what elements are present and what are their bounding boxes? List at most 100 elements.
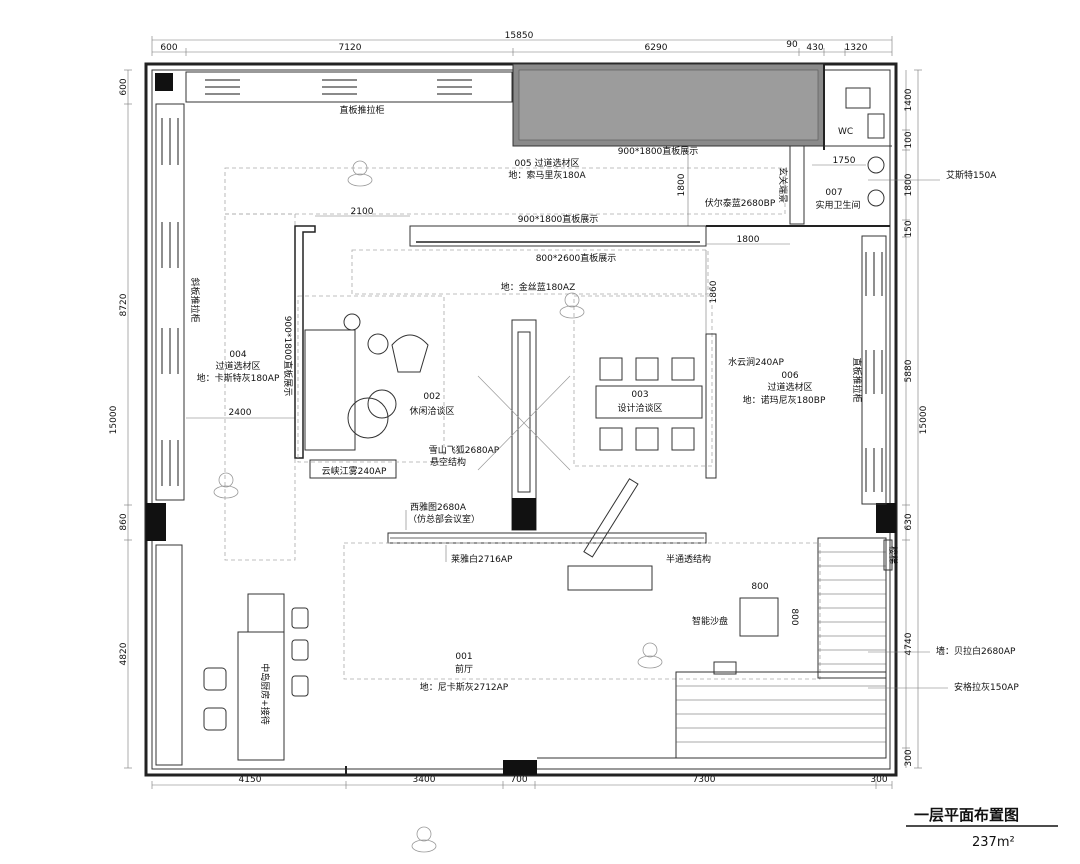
label-zone003: 设计洽谈区 (617, 402, 662, 414)
island-kitchen: 中岛厨房+接待 (155, 544, 309, 766)
label-zone007: 实用卫生间 (815, 199, 860, 211)
dimension-lines: 15850 600 7120 6290 90 430 1320 4150 340… (109, 31, 929, 789)
label-zone005-floor: 地：索马里灰180A (508, 169, 586, 181)
exterior-walls (144, 62, 898, 777)
dim-right-2: 100 (904, 131, 914, 148)
dim-right-3: 1800 (904, 173, 914, 196)
zone-006: 006 过道选材区 地：诺玛尼灰180BP 直板推拉柜 (743, 235, 887, 505)
dim-right-5: 5880 (904, 359, 914, 382)
label-zone006: 过道选材区 (767, 381, 812, 393)
sink-1 (867, 156, 885, 174)
label-zone005: 005 过道选材区 (514, 157, 579, 169)
dim-bottom-5: 300 (870, 775, 887, 785)
label-display-left: 900*1800直板展示 (282, 316, 294, 397)
label-xueshan: 雪山飞狐2680AP (429, 444, 500, 456)
dim-left-2: 8720 (119, 293, 129, 316)
zone-001: 001 前厅 地：尼卡斯灰2712AP (343, 542, 821, 693)
sand-table: 800 800 智能沙盘 (692, 582, 799, 637)
dim-sand-w: 800 (751, 582, 768, 592)
central-structure: 雪山飞狐2680AP 悬空结构 (429, 319, 571, 531)
label-laiyabai: 莱雅白2716AP (451, 553, 513, 565)
dim-inner-2400: 2400 (229, 408, 252, 418)
label-floor-center: 地：金丝蓝180AZ (501, 281, 576, 293)
dim-top-total: 15850 (505, 31, 534, 41)
label-yunxia: 云峡江雾240AP (322, 465, 387, 477)
label-bantong: 半通透结构 (666, 553, 711, 565)
label-wc: WC (838, 127, 853, 137)
dim-inner-1750: 1750 (833, 156, 856, 166)
label-cabinet-right: 直板推拉柜 (851, 357, 863, 402)
label-zone006-no: 006 (781, 371, 798, 381)
label-shuiyun: 水云涧240AP (728, 356, 784, 368)
top-display-block: 900*1800直板展示 (512, 63, 825, 157)
stairs: 楼梯 墙：贝拉白2680AP 安格拉灰150AP (675, 537, 1019, 759)
label-display-top: 900*1800直板展示 (618, 145, 699, 157)
zone-005: 005 过道选材区 地：索马里灰180A 1800 (224, 146, 786, 226)
label-xuankong: 悬空结构 (430, 456, 466, 468)
toilet (867, 113, 885, 139)
dim-bottom-4: 7300 (693, 775, 716, 785)
dim-inner-1800a: 1800 (677, 173, 687, 196)
plan-title: 一层平面布置图 (914, 806, 1019, 824)
sink-2 (867, 189, 885, 207)
round-table-1 (347, 397, 389, 439)
dim-inner-1860: 1860 (709, 280, 719, 303)
dim-top-6: 1320 (845, 43, 868, 53)
dim-left-total: 15000 (109, 405, 119, 434)
label-zone001-floor: 地：尼卡斯灰2712AP (420, 681, 509, 693)
label-zone007-no: 007 (825, 188, 842, 198)
label-zone001-no: 001 (455, 652, 472, 662)
dim-bottom-3: 700 (510, 775, 527, 785)
dim-bottom-2: 3400 (413, 775, 436, 785)
middle-display-wall: 900*1800直板展示 800*2600直板展示 2100 1800 1860… (315, 207, 890, 335)
dim-right-4: 150 (904, 220, 914, 237)
zone-004: 004 过道选材区 地：卡斯特灰180AP 2400 (186, 213, 296, 561)
sofa-left (304, 329, 356, 451)
left-sliding-cabinet: 斜板推拉柜 (155, 103, 201, 501)
label-zone004: 过道选材区 (215, 360, 260, 372)
dim-right-8: 300 (904, 749, 914, 766)
conference-partition: 西雅图2680A （仿总部会议室） 莱雅白2716AP 半通透结构 (387, 478, 711, 591)
dim-right-total: 15000 (919, 405, 929, 434)
dim-inner-1800b: 1800 (737, 235, 760, 245)
plan-area: 237m² (972, 835, 1015, 850)
dim-sand-h: 800 (789, 608, 799, 625)
label-cabinet-top: 直板推拉柜 (339, 104, 384, 116)
people-figures (213, 160, 663, 853)
label-volt-wall: 伏尔泰蓝2680BP (705, 197, 776, 209)
dim-left-4: 4820 (119, 642, 129, 665)
title-block: 一层平面布置图 237m² (906, 806, 1058, 850)
label-shapan: 智能沙盘 (692, 615, 728, 627)
dim-top-5: 430 (806, 43, 823, 53)
dim-left-1: 600 (119, 78, 129, 95)
label-island: 中岛厨房+接待 (259, 663, 271, 725)
urinal (845, 87, 871, 109)
label-zone006-floor: 地：诺玛尼灰180BP (743, 394, 826, 406)
dim-right-6: 630 (904, 513, 914, 530)
label-xiyatu-sub: （仿总部会议室） (408, 513, 480, 525)
label-zone001: 前厅 (455, 663, 473, 675)
label-zone003-no: 003 (631, 390, 648, 400)
label-zone002: 休闲洽谈区 (409, 405, 454, 417)
dim-right-7: 4740 (904, 632, 914, 655)
meeting-table (595, 385, 703, 419)
console-table (567, 565, 653, 591)
dim-top-3: 6290 (645, 43, 668, 53)
label-display-mid: 900*1800直板展示 (518, 213, 599, 225)
armchair (391, 334, 429, 373)
dim-bottom-1: 4150 (239, 775, 262, 785)
bottom-entry (345, 757, 876, 775)
zone-002: 900*1800直板展示 002 休闲洽谈区 云峡江雾240AP (282, 225, 455, 479)
angled-partition (583, 478, 639, 558)
dim-top-4: 90 (786, 40, 798, 50)
round-table-2 (367, 389, 397, 419)
label-zone004-no: 004 (229, 350, 246, 360)
label-display-mid2: 800*2600直板展示 (536, 252, 617, 264)
label-xiyatu: 西雅图2680A (410, 501, 467, 513)
label-zone002-no: 002 (423, 392, 440, 402)
dim-inner-2100: 2100 (351, 207, 374, 217)
dim-left-3: 860 (119, 513, 129, 530)
label-cabinet-left: 斜板推拉柜 (189, 277, 201, 322)
dim-top-2: 7120 (339, 43, 362, 53)
